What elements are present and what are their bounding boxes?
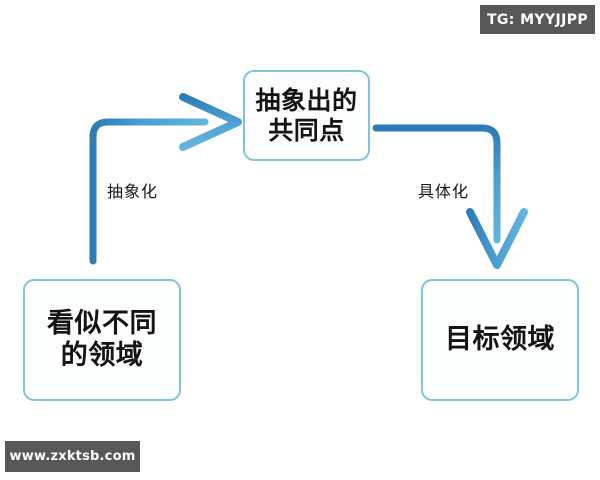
telegram-watermark-badge: TG: MYYJJPP <box>480 5 595 34</box>
node-label: 看似不同 的领域 <box>47 308 157 371</box>
node-label: 目标领域 <box>445 324 555 356</box>
website-watermark-badge: www.zxktsb.com <box>5 441 140 472</box>
node-label: 抽象出的 共同点 <box>255 86 358 145</box>
node-target-field[interactable]: 目标领域 <box>421 279 579 401</box>
edge-label-concretization: 具体化 <box>418 182 470 201</box>
edge-label-abstraction: 抽象化 <box>107 182 159 201</box>
node-abstracted-commonality[interactable]: 抽象出的 共同点 <box>243 70 370 161</box>
node-seemingly-different-fields[interactable]: 看似不同 的领域 <box>23 279 181 401</box>
